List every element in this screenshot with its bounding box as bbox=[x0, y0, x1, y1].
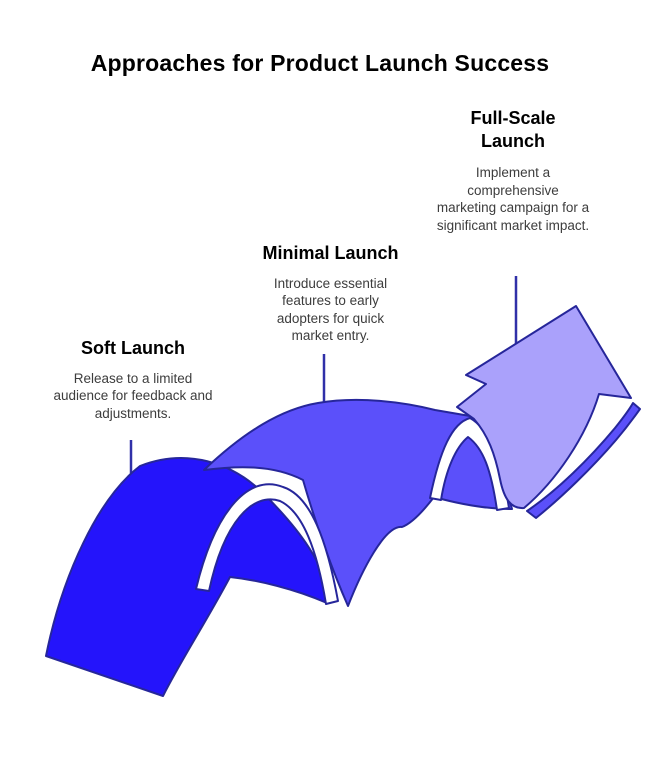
stage-title-minimal: Minimal Launch bbox=[262, 243, 399, 263]
stage-description-full-scale: Implement a comprehensive marketing camp… bbox=[436, 165, 590, 233]
stage-title-soft: Soft Launch bbox=[81, 338, 185, 358]
stage-block-soft: Soft Launch Release to a limited audienc… bbox=[38, 337, 228, 422]
stage-description-soft: Release to a limited audience for feedba… bbox=[53, 370, 213, 421]
stage-block-full-scale: Full-Scale Launch Implement a comprehens… bbox=[420, 107, 606, 234]
ribbon-underside-sliver bbox=[526, 402, 641, 519]
stage-block-minimal: Minimal Launch Introduce essential featu… bbox=[233, 242, 428, 345]
stage-title-full-scale: Full-Scale Launch bbox=[470, 108, 556, 151]
ribbon-fold-arch-1 bbox=[195, 483, 339, 605]
ribbon-hump-soft bbox=[45, 457, 332, 697]
ribbon-arrow-full-scale bbox=[456, 305, 632, 510]
stage-description-minimal: Introduce essential features to early ad… bbox=[273, 275, 388, 344]
page-title: Approaches for Product Launch Success bbox=[90, 50, 550, 76]
